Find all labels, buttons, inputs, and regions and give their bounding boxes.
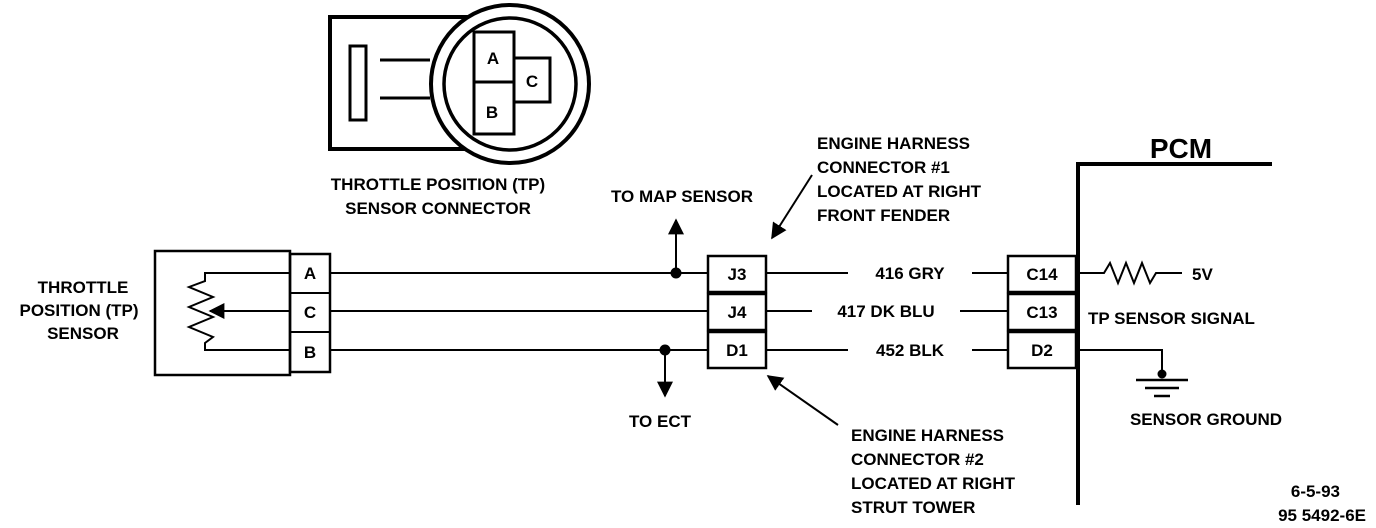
inline-pin-j3: J3 (728, 265, 747, 284)
pcm-title: PCM (1150, 133, 1212, 164)
tp-sensor-pin-b: B (304, 343, 316, 362)
harness1-label-line4: FRONT FENDER (817, 206, 950, 225)
ground-junction-dot (1157, 369, 1167, 379)
connector-latch (348, 44, 368, 122)
pcm-pin-d2: D2 (1031, 341, 1053, 360)
harness2-pointer (766, 375, 839, 426)
wire-417-label: 417 DK BLU (837, 302, 934, 321)
potentiometer-resistor (186, 272, 290, 351)
connector-pin-a: A (487, 49, 499, 68)
tp-sensor-pin-a: A (304, 264, 316, 283)
wire-416-label: 416 GRY (875, 264, 945, 283)
tp-sensor-pin-block (288, 252, 332, 374)
sensor-ground-label: SENSOR GROUND (1130, 410, 1282, 429)
pcm: PCM C14 C13 D2 5V TP SENSOR SIGNAL SENSO… (1006, 133, 1282, 505)
connector-pin-c: C (526, 72, 538, 91)
pcm-pin-c13: C13 (1026, 303, 1057, 322)
connector-face (442, 16, 578, 152)
harness1-label-line2: CONNECTOR #1 (817, 158, 950, 177)
pullup-resistor (1078, 260, 1182, 286)
connector-shell (429, 3, 591, 165)
inline-harness-connectors: J3 J4 D1 ENGINE HARNESS CONNECTOR #1 LOC… (706, 134, 1016, 517)
sensor-side-wires: TO MAP SENSOR TO ECT (330, 187, 753, 431)
harness1-label-line3: LOCATED AT RIGHT (817, 182, 982, 201)
tp-sensor-label-line3: SENSOR (47, 324, 119, 343)
pcm-pin-c14: C14 (1026, 265, 1058, 284)
tp-sensor: A C B THROTTLE POSITION (TP) SENSOR (20, 249, 332, 377)
pcm-pin-c14-box (1006, 254, 1078, 294)
ect-label: TO ECT (629, 412, 692, 431)
tp-sensor-label-line1: THROTTLE (38, 278, 129, 297)
connector-pin-b: B (486, 103, 498, 122)
map-sensor-label: TO MAP SENSOR (611, 187, 753, 206)
harness2-label-line2: CONNECTOR #2 (851, 450, 984, 469)
harness1-label-line1: ENGINE HARNESS (817, 134, 970, 153)
harness2-label-line4: STRUT TOWER (851, 498, 975, 517)
footer-date: 6-5-93 (1291, 482, 1340, 501)
inline-pin-j4: J4 (728, 303, 747, 322)
tp-sensor-label-line2: POSITION (TP) (20, 301, 139, 320)
tp-connector-caption-line1: THROTTLE POSITION (TP) (331, 175, 545, 194)
pcm-pin-d2-box (1006, 330, 1078, 370)
inline-pin-d1: D1 (726, 341, 748, 360)
tp-connector-caption-line2: SENSOR CONNECTOR (345, 199, 531, 218)
tp-sensor-housing (153, 249, 292, 377)
harness2-label-line1: ENGINE HARNESS (851, 426, 1004, 445)
harness1-pointer (771, 174, 813, 240)
pcm-side-wires: 416 GRY 417 DK BLU 452 BLK (766, 264, 1008, 360)
wire-452-label: 452 BLK (876, 341, 945, 360)
tp-sensor-signal-label: TP SENSOR SIGNAL (1088, 309, 1255, 328)
footer-code: 95 5492-6E (1278, 506, 1366, 525)
tp-sensor-connector-illustration: A C B THROTTLE POSITION (TP) SENSOR CONN… (328, 3, 591, 218)
reference-voltage: 5V (1192, 265, 1213, 284)
connector-cavity-c (512, 56, 552, 104)
connector-cavity-b (472, 80, 516, 136)
tp-sensor-pin-c: C (304, 303, 316, 322)
ground-lead (1078, 349, 1163, 376)
pcm-pin-c13-box (1006, 292, 1078, 332)
harness2-label-line3: LOCATED AT RIGHT (851, 474, 1016, 493)
pcm-boundary (1076, 162, 1272, 505)
